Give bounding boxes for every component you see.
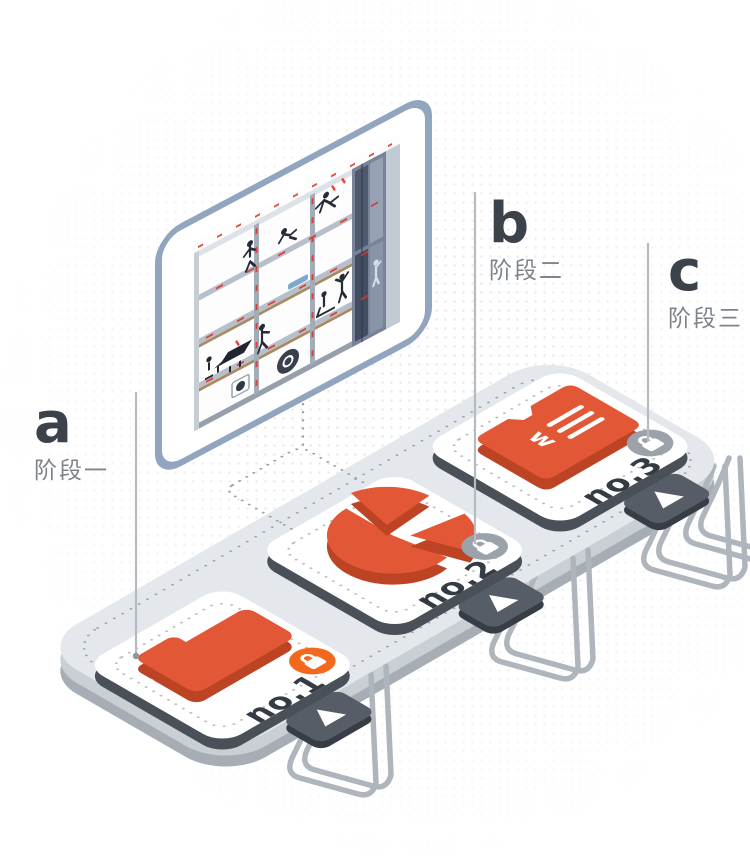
leader-lines [134,192,650,656]
stage-letter-a: a [34,391,73,456]
lock-badge [289,647,336,675]
pie-slice-top [350,486,430,536]
card-dotted-border [286,488,503,613]
arrow-tab [286,691,372,749]
stage-letter-b: b [489,191,531,256]
building-cross-section [170,112,417,458]
paper-roll [277,348,299,374]
stage-label-b: b 阶段二 [489,196,564,283]
stage-label-a: a 阶段一 [34,396,109,483]
stage-card-3: w no.3 [432,373,710,532]
folder-icon [138,609,292,703]
pie-slice-right [410,513,477,563]
stage-label-c: c 阶段三 [668,244,743,331]
play-arrow-icon [489,595,519,612]
stage-card-1: no.1 [94,591,372,750]
screen-illustration [170,112,417,458]
stage-card-2: no.2 [267,476,544,636]
pie-slice-main [326,508,448,585]
arrow-tab [458,577,544,634]
word-document-icon: w [473,383,644,492]
stage-name-c: 阶段三 [668,306,743,332]
lock-icon [300,654,317,664]
lock-badge [626,429,674,457]
stage-name-b: 阶段二 [489,258,564,284]
monitor-screen [155,89,432,480]
couch [288,274,308,290]
elevator-person [371,259,382,288]
play-arrow-icon [654,491,684,509]
lock-icon [638,436,655,446]
card-dotted-border [452,384,668,510]
card-dotted-border [114,602,330,728]
pie-chart-icon [326,486,477,585]
stage-letter-c: c [668,239,703,304]
building [194,133,400,432]
washing-machine [231,373,250,399]
people-silhouettes [242,191,350,355]
arrow-tab [624,473,710,531]
red-dash-marks [198,142,392,391]
stage-name-a: 阶段一 [34,458,109,484]
piano-silhouette [205,339,252,381]
leader-line-a-endpoint [132,652,140,660]
play-arrow-icon [316,709,347,727]
elevator-shaft [352,151,386,348]
document-lines [546,405,605,439]
